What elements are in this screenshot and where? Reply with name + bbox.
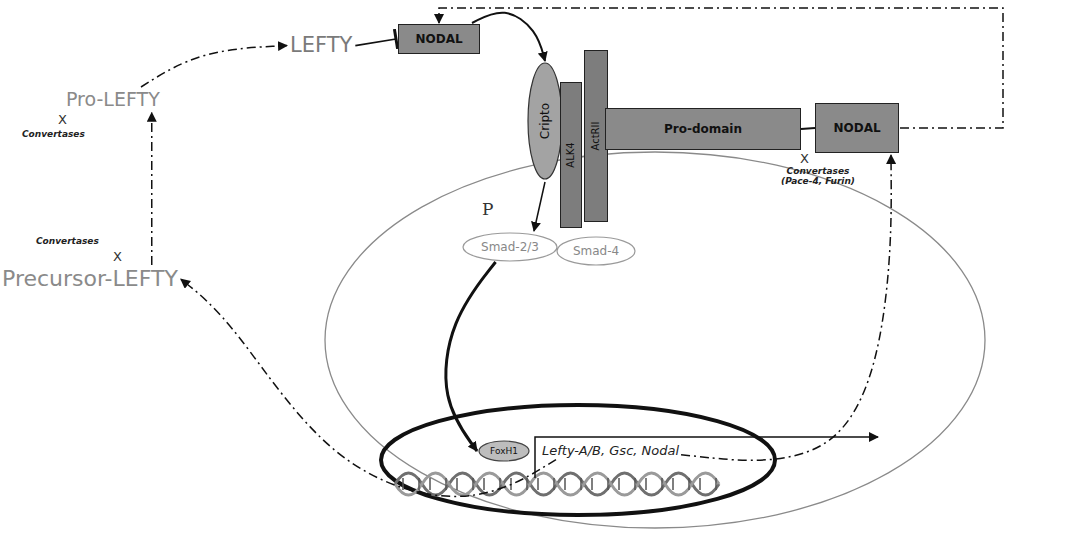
protein-label: LEFTY <box>290 33 352 58</box>
factor-ellipse: FoxH1 <box>478 440 530 462</box>
protein-label: Pro-LEFTY <box>66 88 160 111</box>
enzyme-label: Convertases <box>36 236 99 246</box>
ellipse-shape <box>479 441 529 461</box>
node-text: Lefty-A/B, Gsc, Nodal <box>542 443 679 459</box>
cleavage-mark: X <box>800 152 809 167</box>
node-text: Cripto <box>538 103 552 139</box>
connector-arrow <box>446 262 496 451</box>
dna-strand <box>395 473 719 495</box>
node-text: FoxH1 <box>490 446 518 457</box>
nucleus-envelope <box>381 405 775 515</box>
node-text: Smad-4 <box>573 244 619 258</box>
receptor-bar: ALK4 <box>560 82 582 228</box>
connector-arrow <box>141 46 287 87</box>
phospho-mark: P <box>482 200 493 220</box>
cleavage-mark: X <box>113 250 122 265</box>
cleavage-mark: X <box>58 113 67 128</box>
dna-strand <box>395 473 719 495</box>
ligand-box: NODAL <box>815 103 899 153</box>
connector-arrow <box>681 155 891 460</box>
connector-arrow <box>801 128 815 129</box>
cell-membrane <box>325 152 985 528</box>
node-text: NODAL <box>833 121 880 135</box>
protein-label: Precursor-LEFTY <box>2 266 178 292</box>
node-text: Pro-LEFTY <box>66 88 160 111</box>
ligand-box: NODAL <box>398 24 480 54</box>
node-text: ALK4 <box>565 142 577 167</box>
node-text: Pro-domain <box>664 122 742 136</box>
dna-rungs <box>403 478 716 490</box>
gene-list: Lefty-A/B, Gsc, Nodal <box>542 443 679 459</box>
node-text: Smad-2/3 <box>481 240 539 254</box>
connector-arrow <box>472 13 545 61</box>
node-text: NODAL <box>415 32 462 46</box>
ellipse-shape <box>528 63 562 179</box>
coreceptor-ellipse: Cripto <box>527 62 563 180</box>
enzyme-label: Convertases <box>22 129 85 139</box>
node-text: ActRII <box>590 122 602 151</box>
connector-arrow <box>534 182 545 231</box>
connector-arrow <box>151 113 153 265</box>
prodomain-box: Pro-domain <box>605 108 801 150</box>
inhibition-line <box>355 39 396 46</box>
ellipse-shape <box>463 233 557 261</box>
smad-ellipse: Smad-2/3 <box>462 232 558 262</box>
dna-helix <box>395 473 719 495</box>
node-text: LEFTY <box>290 33 352 58</box>
ellipse-shape <box>557 237 635 265</box>
connector-arrow <box>181 279 556 496</box>
enzyme-label: Convertases (Pace-4, Furin) <box>776 166 860 187</box>
smad-ellipse: Smad-4 <box>556 236 636 266</box>
node-text: Precursor-LEFTY <box>2 266 178 292</box>
